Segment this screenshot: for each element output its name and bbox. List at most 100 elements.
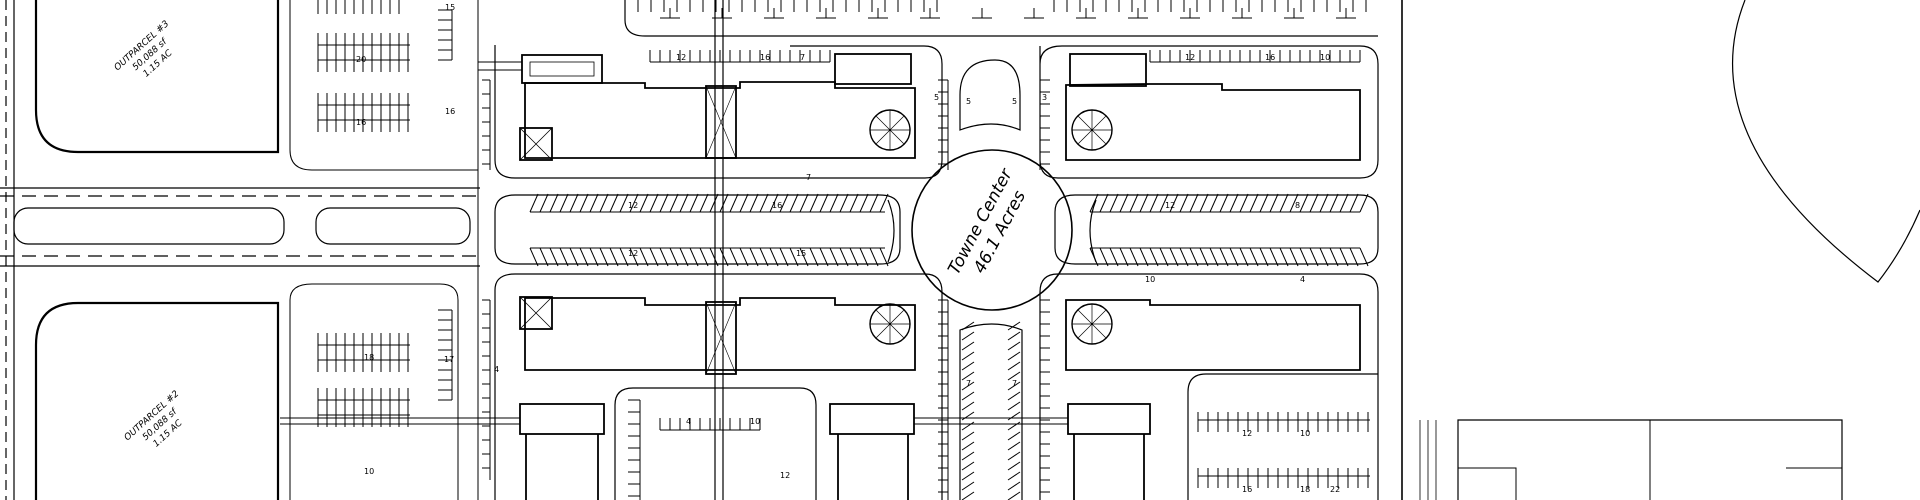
parking-stall-line	[1169, 193, 1179, 213]
parking-stall-line	[1007, 381, 1021, 391]
parking-stall-line	[569, 193, 579, 213]
parking-stall-line	[1169, 247, 1179, 267]
parking-stall-line	[1007, 491, 1021, 500]
parking-stall-line	[1099, 193, 1109, 213]
parking-stall-line	[829, 193, 839, 213]
parking-stall-line	[1119, 247, 1129, 267]
parking-stall-line	[1159, 193, 1169, 213]
north-buildings	[519, 53, 1361, 161]
stall-count: 10	[1145, 275, 1155, 284]
parking-stall-line	[729, 247, 739, 267]
parking-stall-line	[549, 247, 559, 267]
parking-stall-line	[1319, 193, 1329, 213]
parking-stall-line	[1309, 193, 1319, 213]
parking-stall-line	[779, 193, 789, 213]
parking-stall-line	[1249, 193, 1259, 213]
parking-stall-line	[1149, 247, 1159, 267]
parking-stall-line	[961, 361, 975, 371]
parking-stall-line	[1189, 193, 1199, 213]
parking-stall-line	[659, 193, 669, 213]
parking-stall-line	[1279, 247, 1289, 267]
parking-stall-line	[1007, 321, 1021, 331]
stall-count: 10	[1320, 53, 1330, 62]
stall-count-labels: 20 16 15 16 18 17 4 10 12 16 7 12 16 10 …	[356, 3, 1340, 494]
parking-stall-line	[961, 341, 975, 351]
parking-stall-line	[729, 193, 739, 213]
parking-stall-line	[1349, 193, 1359, 213]
stall-count: 7	[806, 173, 811, 182]
parking-stall-line	[1229, 193, 1239, 213]
towne-center-plaza	[887, 59, 1097, 500]
parking-stall-line	[1289, 193, 1299, 213]
parking-stall-line	[719, 193, 729, 213]
stall-count: 17	[444, 355, 454, 364]
parking-stall-line	[1007, 411, 1021, 421]
outparcel-3: OUTPARCEL #3 50,088 sf 1.15 AC	[34, 0, 280, 154]
stall-count: 4	[1300, 275, 1305, 284]
parking-stall-line	[961, 481, 975, 491]
parking-stall-line	[1149, 193, 1159, 213]
stall-count: 16	[1242, 485, 1252, 494]
parking-stall-line	[529, 247, 539, 267]
parking-stall-line	[1329, 247, 1339, 267]
stall-count: 18	[364, 353, 374, 362]
east-parcel	[1419, 0, 1920, 500]
parking-stall-line	[879, 247, 889, 267]
parking-stall-line	[1007, 351, 1021, 361]
parking-stall-line	[961, 411, 975, 421]
parking-stall-line	[1007, 461, 1021, 471]
parking-stall-line	[1139, 247, 1149, 267]
stall-count: 15	[796, 249, 806, 258]
parking-stall-line	[719, 247, 729, 267]
parking-stall-line	[1339, 247, 1349, 267]
parking-stall-line	[1199, 193, 1209, 213]
parking-stall-line	[1109, 247, 1119, 267]
parking-stall-line	[1007, 401, 1021, 411]
parking-stall-line	[1007, 451, 1021, 461]
stall-count: 10	[1300, 429, 1310, 438]
parking-stall-line	[1139, 193, 1149, 213]
parking-stall-line	[1179, 247, 1189, 267]
parking-stall-line	[779, 247, 789, 267]
parking-stall-line	[549, 193, 559, 213]
parking-stall-line	[1209, 247, 1219, 267]
parking-stall-line	[1089, 247, 1099, 267]
parking-stall-line	[1229, 247, 1239, 267]
parking-stall-line	[1189, 247, 1199, 267]
parking-stall-line	[599, 193, 609, 213]
parking-stall-line	[869, 193, 879, 213]
parking-stall-line	[1359, 247, 1369, 267]
parking-stall-line	[559, 247, 569, 267]
stall-count: 16	[356, 118, 366, 127]
parking-stall-line	[1007, 341, 1021, 351]
parking-stall-line	[961, 371, 975, 381]
parking-stall-line	[1089, 193, 1099, 213]
parking-stalls	[482, 0, 1370, 500]
parking-stall-line	[1129, 247, 1139, 267]
parking-stall-line	[879, 193, 889, 213]
parking-stall-line	[1299, 247, 1309, 267]
parking-stall-line	[709, 247, 719, 267]
stall-count: 4	[686, 417, 691, 426]
parking-stall-line	[599, 247, 609, 267]
parking-stall-line	[1259, 193, 1269, 213]
stall-count: 16	[1265, 53, 1275, 62]
parking-stall-line	[1289, 247, 1299, 267]
parking-stall-line	[699, 247, 709, 267]
parking-stall-line	[589, 247, 599, 267]
parking-stall-line	[649, 193, 659, 213]
parking-stall-line	[961, 431, 975, 441]
parking-stall-line	[961, 491, 975, 500]
parking-stall-line	[1179, 193, 1189, 213]
parking-stall-line	[1299, 193, 1309, 213]
stall-count: 5	[1012, 97, 1017, 106]
stall-count: 12	[780, 471, 790, 480]
parking-stall-line	[739, 247, 749, 267]
stair-towers	[869, 109, 1113, 345]
parking-stall-line	[669, 247, 679, 267]
parking-stall-line	[819, 193, 829, 213]
stall-count: 12	[628, 249, 638, 258]
parking-stall-line	[759, 193, 769, 213]
parking-stall-line	[789, 193, 799, 213]
